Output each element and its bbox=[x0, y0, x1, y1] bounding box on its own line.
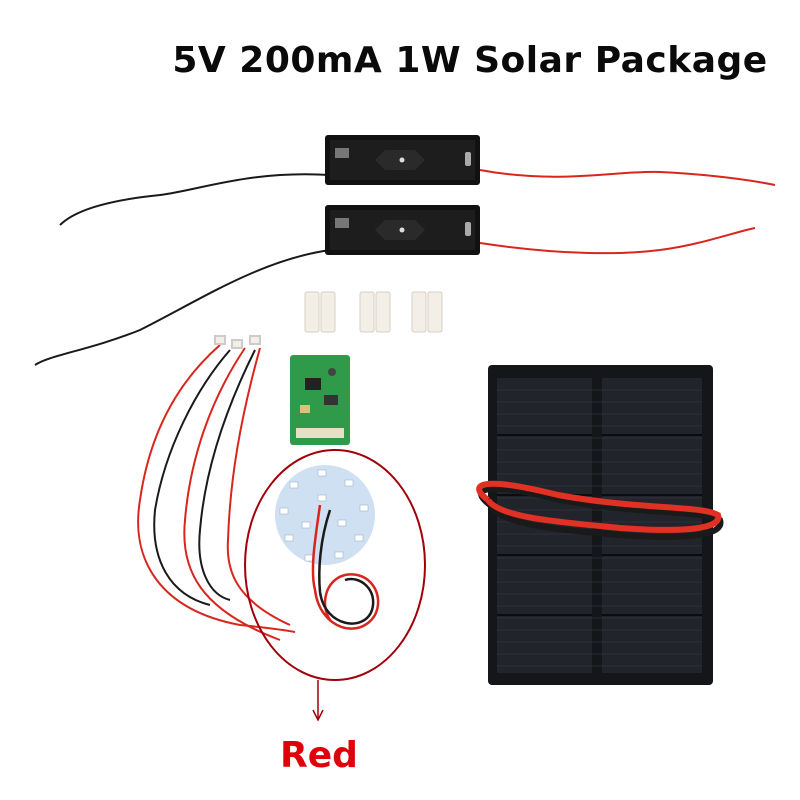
jst-connectors bbox=[304, 291, 443, 333]
red-wire-callout bbox=[244, 449, 426, 722]
red-wire-label: Red bbox=[280, 735, 358, 776]
solar-panel bbox=[476, 365, 724, 685]
battery-holder-wires bbox=[34, 169, 776, 366]
jst-lead-wires bbox=[137, 335, 296, 641]
battery-holder-1 bbox=[325, 135, 480, 185]
led-board bbox=[275, 465, 380, 630]
charge-controller-pcb bbox=[290, 355, 350, 445]
product-title: 5V 200mA 1W Solar Package bbox=[172, 40, 768, 81]
battery-holder-2 bbox=[325, 205, 480, 255]
